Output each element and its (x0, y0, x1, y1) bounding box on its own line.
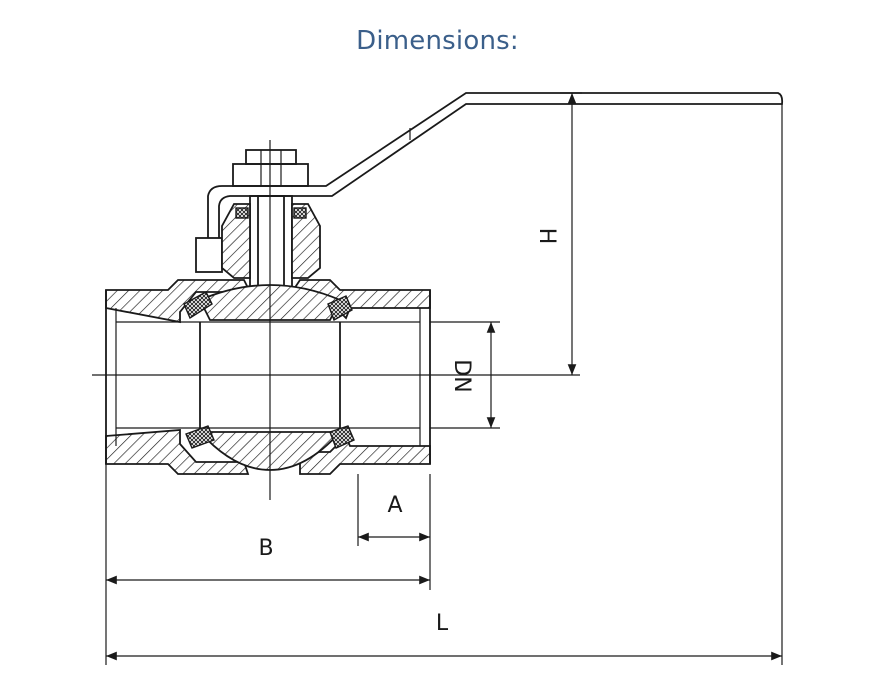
valve-body-left (105, 279, 252, 475)
dimension-label-h: H (534, 228, 559, 245)
dimension-label-l: L (436, 611, 449, 636)
dimension-dn: DN (430, 321, 500, 429)
page-title: Dimensions: (356, 26, 519, 56)
bonnet (221, 203, 321, 279)
dimension-label-b: B (258, 536, 273, 561)
dimension-a: A (357, 474, 431, 590)
bore-lines (116, 321, 420, 429)
center-lines (92, 140, 580, 500)
ball-seats (183, 291, 355, 449)
dimension-h: H (534, 92, 582, 375)
dimension-b: B (105, 464, 430, 665)
dimension-l: L (106, 104, 783, 665)
dimension-label-dn: DN (449, 359, 474, 392)
dimension-label-a: A (387, 493, 402, 518)
handle-lever (207, 92, 784, 238)
stop-pin (195, 237, 223, 273)
